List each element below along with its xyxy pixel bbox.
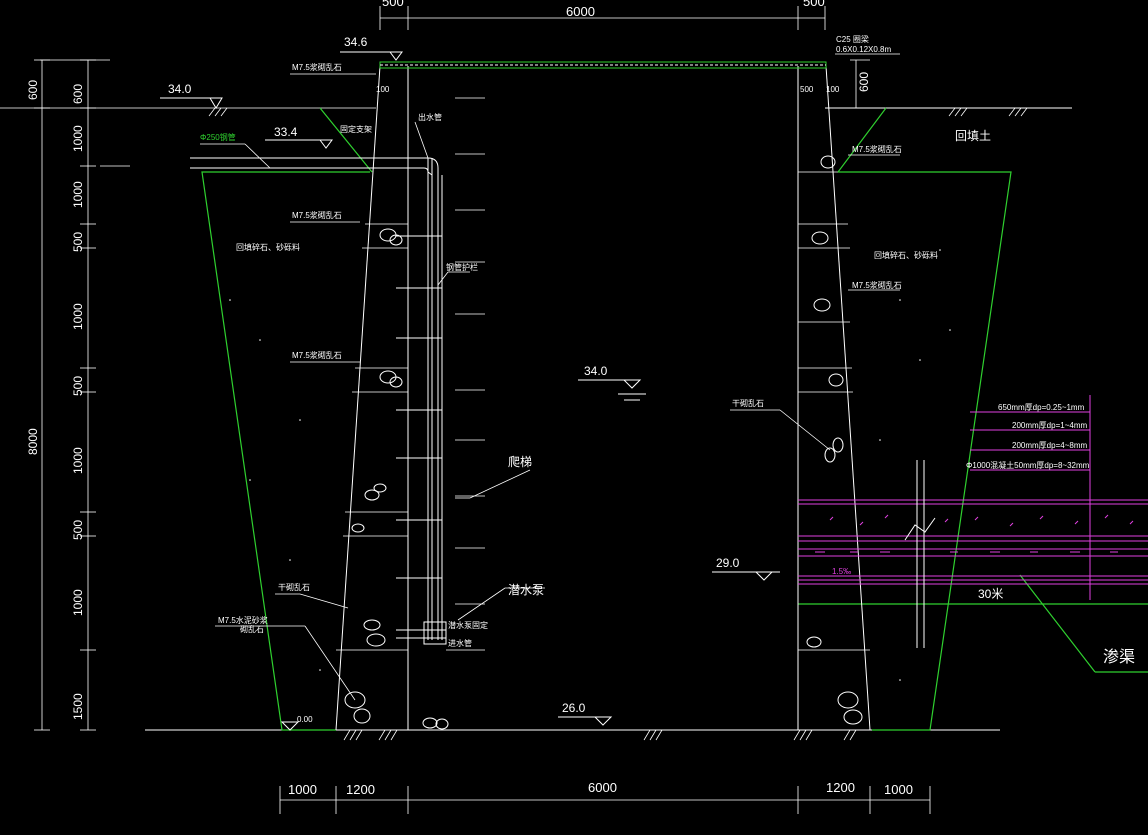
ladder-label: 爬梯 [508,455,532,469]
pipe-small-label-4: 进水管 [448,638,472,648]
dim-bottom-1200-right: 1200 [826,780,855,795]
m75-right-1-label: M7.5浆砌乱石 [852,144,902,154]
dim-left-500-b: 500 [71,376,85,396]
rubble-stone-icon [344,155,863,730]
elev-pipe: 33.4 [274,125,298,139]
m75-bottom-label-1: M7.5水泥砂浆 [218,615,268,625]
dim-left-1000-d: 1000 [71,447,85,474]
bottom-dimension: 1000 1200 6000 1200 1000 [279,780,931,814]
dim-small-100-right: 100 [826,85,840,94]
elev-water: 34.0 [584,364,608,378]
filter-layer-1: 650mm厚dp=0.25~1mm [998,403,1085,412]
triangle-elevation-icon [160,51,780,731]
ground-hatch-icon [208,107,1028,741]
pipe-small-label-2: 钢管护栏 [446,262,478,272]
break-line-icon [904,460,936,648]
m75-bottom-label-2: 砌乱石 [240,624,264,634]
dim-left-1000-e: 1000 [71,589,85,616]
pipe-small-label-1: 出水管 [418,112,442,122]
pipe-diameter-label: Φ250钢管 [200,132,236,142]
dim-bottom-1200-left: 1200 [346,782,375,797]
dry-stone-left-label: 干砌乱石 [278,582,310,592]
dim-left-outer-8000: 8000 [26,428,40,455]
seepage-length-label: 30米 [978,587,1003,601]
dim-left-1000-b: 1000 [71,181,85,208]
m75-right-2-label: M7.5浆砌乱石 [852,280,902,290]
m75-top-left-label: M7.5浆砌乱石 [292,62,342,72]
pump-label: 潜水泵 [508,583,544,597]
backfill-right-label: 回填碎石、砂砾料 [874,250,938,260]
filter-layer-3: 200mm厚dp=4~8mm [1012,441,1087,450]
dry-stone-right-label: 干砌乱石 [732,398,764,408]
left-dimension-inner: 600 1000 1000 500 1000 500 1000 500 1000… [71,59,96,731]
ladder-rung-marks [446,97,485,651]
dim-right-600: 600 [857,72,871,92]
backfill-soil-label: 回填土 [955,129,991,143]
dim-top-left: 500 [382,0,404,9]
dim-left-1000-a: 1000 [71,125,85,152]
dim-bottom-center: 6000 [588,780,617,795]
slope-label: 1.5‰ [832,567,851,576]
ring-beam-label-2: 0.6X0.12X0.8m [836,45,891,54]
course-lines [0,59,870,651]
dim-left-1500: 1500 [71,693,85,720]
elev-bottom: 26.0 [562,701,586,715]
dim-small-500-right: 500 [800,85,814,94]
elev-inlet: 29.0 [716,556,740,570]
elev-top: 34.6 [344,35,368,49]
m75-left-2-label: M7.5浆砌乱石 [292,350,342,360]
pipe-small-label-3: 潜水泵固定 [448,620,488,630]
ground-lines [145,107,1072,741]
well-walls [335,61,871,731]
pipe-small-label-5: 固定支架 [340,124,372,134]
filter-layer-4: Φ1000混凝土50mm厚dp=8~32mm [966,460,1090,470]
filter-layer-2: 200mm厚dp=1~4mm [1012,421,1087,430]
ring-beam-label-1: C25 圈梁 [836,35,869,44]
dim-left-1000-c: 1000 [71,303,85,330]
backfill-left-label: 回填碎石、砂砾料 [236,242,300,252]
left-dimension-outer: 600 8000 [26,59,50,731]
dim-small-100-left: 100 [376,85,390,94]
elev-ground-left: 34.0 [168,82,192,96]
top-dimension: 500 6000 500 [379,0,826,30]
dim-left-outer-600: 600 [26,80,40,100]
backfill-speckle [229,249,951,681]
dim-left-600: 600 [71,84,85,104]
dim-left-500-c: 500 [71,520,85,540]
leader-lines [200,53,900,701]
dim-bottom-1000-right: 1000 [884,782,913,797]
dim-bottom-1000-left: 1000 [288,782,317,797]
dim-top-right: 500 [803,0,825,9]
excavation-outline [201,107,1148,731]
seepage-gully [798,395,1148,600]
m75-left-1-label: M7.5浆砌乱石 [292,210,342,220]
elev-base-left: 0.00 [297,715,313,724]
dim-left-500-a: 500 [71,232,85,252]
ladder [190,157,447,645]
dim-top-center: 6000 [566,4,595,19]
seepage-gully-label: 渗渠 [1103,648,1135,666]
